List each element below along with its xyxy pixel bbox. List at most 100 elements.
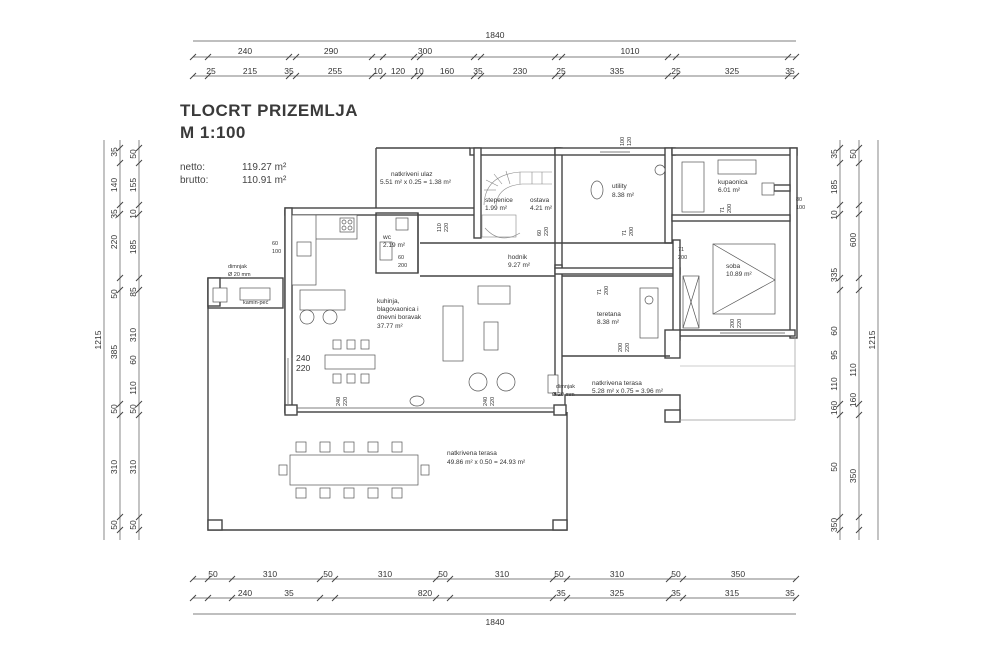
terrace-table bbox=[289, 454, 419, 486]
dim-label: 35 bbox=[671, 588, 681, 598]
wc-toilet-icon bbox=[379, 241, 393, 261]
dim-right-row1: 35 185 10 335 60 95 110 160 50 350 bbox=[829, 149, 839, 532]
room-kuhinja: kuhinja, blagovaonica i dnevni boravak 3… bbox=[377, 298, 422, 330]
label-text: Ø 20 mm bbox=[552, 392, 575, 398]
dimension-tick bbox=[551, 53, 559, 61]
opening-label: 220 bbox=[444, 223, 450, 232]
room-teretana: teretana 8.38 m² bbox=[597, 311, 621, 326]
dimension-tick bbox=[116, 201, 124, 209]
opening-label: 200 bbox=[727, 204, 733, 213]
dim-label: 255 bbox=[328, 66, 342, 76]
opening-label: 200 bbox=[618, 343, 624, 352]
dimension-tick bbox=[855, 526, 863, 534]
dimension-tick bbox=[563, 575, 571, 583]
dimension-tick bbox=[855, 274, 863, 282]
dimension-tick bbox=[316, 575, 324, 583]
dim-label: 35 bbox=[109, 209, 119, 219]
side-table bbox=[409, 395, 425, 407]
fireplace-icon bbox=[239, 287, 271, 301]
dimension-tick bbox=[135, 159, 143, 167]
dimension-tick bbox=[331, 594, 339, 602]
dim-label: 50 bbox=[109, 520, 119, 530]
opening-labels: 100 120 110 220 60 220 71 200 71 200 71 … bbox=[272, 137, 805, 406]
dim-label: 10 bbox=[829, 210, 839, 220]
dim-label: 110 bbox=[848, 363, 858, 377]
coffee-table bbox=[483, 321, 499, 351]
room-area: 5.51 m² x 0.25 = 1.38 m² bbox=[380, 179, 452, 186]
dimension-tick bbox=[116, 286, 124, 294]
opening-label: 240 bbox=[483, 397, 489, 406]
chimney-icon bbox=[547, 374, 559, 394]
opening-label: 240 bbox=[296, 353, 310, 363]
room-natkrivena-terasa-small: natkrivena terasa 5.28 m² x 0.75 = 3.96 … bbox=[592, 380, 664, 395]
label-kamin: kamin-peć bbox=[243, 300, 269, 306]
opening-label: 60 bbox=[272, 241, 278, 247]
dim-label: 35 bbox=[284, 588, 294, 598]
dim-label: 220 bbox=[109, 235, 119, 249]
dim-left-row2: 50 155 10 185 85 310 60 110 50 310 50 bbox=[128, 149, 138, 530]
dimension-tick bbox=[470, 72, 478, 80]
dimension-tick bbox=[679, 594, 687, 602]
dimension-tick bbox=[379, 72, 387, 80]
dimension-tick bbox=[563, 594, 571, 602]
dimension-tick bbox=[836, 201, 844, 209]
room-name: blagovaonica i bbox=[377, 306, 419, 313]
dim-label: 35 bbox=[556, 588, 566, 598]
dimension-tick bbox=[784, 72, 792, 80]
sofa bbox=[442, 305, 464, 362]
dimension-tick bbox=[665, 594, 673, 602]
dim-label: 335 bbox=[829, 268, 839, 282]
toilet-icon bbox=[761, 182, 775, 196]
dim-label: 600 bbox=[848, 233, 858, 247]
dim-label: 35 bbox=[785, 66, 795, 76]
dimension-tick bbox=[836, 411, 844, 419]
dimension-tick bbox=[135, 201, 143, 209]
dimension-tick bbox=[204, 594, 212, 602]
dim-label: 60 bbox=[128, 355, 138, 365]
dim-label: 50 bbox=[323, 569, 333, 579]
room-name: dnevni boravak bbox=[377, 314, 422, 321]
dim-label: 160 bbox=[440, 66, 454, 76]
dimension-tick bbox=[549, 575, 557, 583]
room-wc: wc 2.19 m² bbox=[382, 234, 406, 249]
dimension-tick bbox=[135, 210, 143, 218]
room-area: 4.21 m² bbox=[530, 205, 553, 212]
dimension-tick bbox=[189, 594, 197, 602]
armchair bbox=[477, 285, 511, 305]
label-text: Ø 20 mm bbox=[228, 272, 251, 278]
dim-label: 310 bbox=[109, 460, 119, 474]
dim-bottom-row2: 240 35 820 35 325 35 315 35 bbox=[238, 588, 795, 598]
dim-label: 50 bbox=[438, 569, 448, 579]
room-area: 5.28 m² x 0.75 = 3.96 m² bbox=[592, 388, 664, 395]
dim-label: 385 bbox=[109, 345, 119, 359]
dimension-tick bbox=[792, 575, 800, 583]
dimension-tick bbox=[836, 210, 844, 218]
dimension-tick bbox=[204, 575, 212, 583]
room-area: 2.19 m² bbox=[383, 242, 406, 249]
dim-label: 50 bbox=[128, 404, 138, 414]
dimension-tick bbox=[228, 594, 236, 602]
dimension-tick bbox=[285, 53, 293, 61]
area-row-netto: netto: 119.27 m² bbox=[180, 161, 286, 174]
room-name: natkrivena terasa bbox=[592, 380, 642, 387]
dim-label: 240 bbox=[238, 46, 252, 56]
area-row-brutto: brutto: 110.91 m² bbox=[180, 174, 286, 187]
opening-label: 100 bbox=[272, 249, 281, 255]
dim-label: 85 bbox=[128, 287, 138, 297]
label-text: dimnjak bbox=[228, 264, 247, 270]
room-name: soba bbox=[726, 263, 740, 270]
label-dimnjak-right: dimnjak Ø 20 mm bbox=[552, 384, 575, 398]
dim-label: 25 bbox=[556, 66, 566, 76]
dimension-tick bbox=[855, 513, 863, 521]
dimension-tick bbox=[410, 72, 418, 80]
room-area: 49.86 m² x 0.50 = 24.93 m² bbox=[447, 459, 526, 466]
dimension-tick bbox=[204, 53, 212, 61]
dimension-tick bbox=[135, 144, 143, 152]
dim-label: 310 bbox=[263, 569, 277, 579]
dimension-tick bbox=[135, 400, 143, 408]
dimension-tick bbox=[855, 159, 863, 167]
dimension-tick bbox=[855, 286, 863, 294]
dimension-tick bbox=[836, 159, 844, 167]
dimension-tick bbox=[116, 274, 124, 282]
dimension-tick bbox=[116, 400, 124, 408]
